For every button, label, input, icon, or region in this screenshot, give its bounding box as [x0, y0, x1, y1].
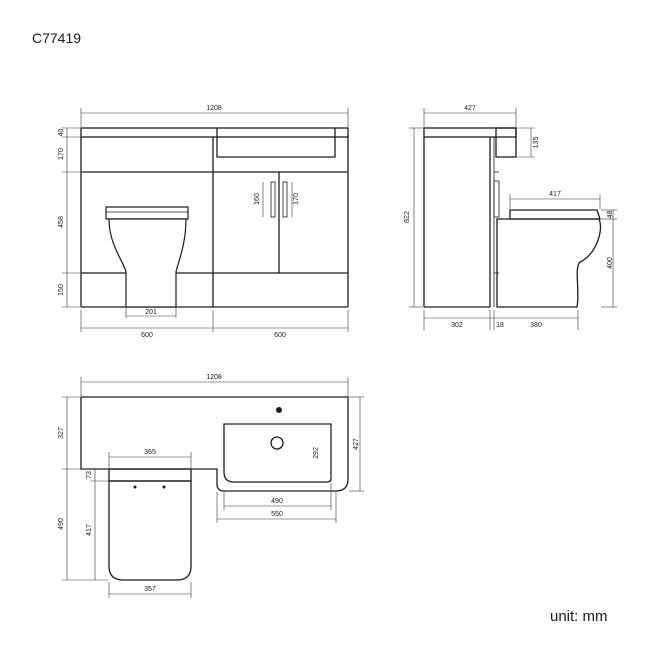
- dim-front-plinth: 150: [58, 284, 65, 296]
- dim-side-seat: 48: [607, 211, 614, 219]
- product-code: C77419: [32, 30, 82, 46]
- front-worktop: [80, 127, 349, 138]
- dim-side-basin: 135: [533, 137, 540, 149]
- dim-front-top: 40: [58, 129, 65, 137]
- dim-top-seat-length: 417: [86, 524, 93, 536]
- dim-front-width: 1208: [206, 105, 222, 112]
- front-basin: [216, 128, 336, 158]
- dim-handle-left: 160: [254, 193, 261, 205]
- door-handle-left: [270, 181, 276, 218]
- side-handle: [493, 180, 500, 218]
- top-toilet: [108, 468, 192, 581]
- dim-top-bowl-depth: 292: [313, 447, 320, 459]
- tap-hole: [276, 407, 282, 413]
- side-view: 427 135 822 417 48 400 302 18 380: [404, 105, 617, 330]
- dim-toilet-base: 201: [145, 309, 157, 316]
- side-basin: [495, 127, 517, 158]
- dim-front-door: 458: [58, 216, 65, 228]
- dim-side-projection: 380: [530, 322, 542, 329]
- dim-top-width: 1208: [206, 374, 222, 381]
- dim-handle-right: 170: [293, 193, 300, 205]
- dim-top-basin-inner: 490: [271, 498, 283, 505]
- dim-top-toilet-depth: 490: [58, 518, 65, 530]
- side-worktop: [423, 127, 517, 138]
- dim-top-seat-gap: 73: [86, 471, 93, 479]
- unit-label: unit: mm: [550, 608, 608, 625]
- dim-top-toilet-width: 365: [144, 449, 156, 456]
- dim-side-toilet-length: 417: [549, 191, 561, 198]
- dim-top-toilet-bottom: 357: [144, 586, 156, 593]
- front-toilet: [105, 206, 189, 308]
- top-outline: [80, 396, 349, 492]
- dim-side-cabinet-depth: 302: [451, 322, 463, 329]
- dim-side-gap: 18: [496, 322, 504, 329]
- top-view: 1208 327 427 73 365 490 417 292 490 550 …: [58, 374, 364, 598]
- dim-top-left-depth: 327: [58, 427, 65, 439]
- side-toilet: [496, 209, 602, 308]
- dim-top-right-depth: 427: [353, 438, 360, 450]
- dim-front-upper: 170: [58, 148, 65, 160]
- dim-side-total-height: 822: [404, 211, 411, 223]
- dim-left-width: 600: [141, 332, 153, 339]
- front-view: 1208 40 170 458 150 160 170 201 600 600: [58, 105, 349, 339]
- dim-side-toilet-height: 400: [607, 257, 614, 269]
- dim-side-depth: 427: [464, 105, 476, 112]
- dim-top-basin-outer: 550: [271, 511, 283, 518]
- basin-waste: [270, 436, 284, 450]
- door-handle-right: [282, 181, 288, 218]
- dim-right-width: 600: [274, 332, 286, 339]
